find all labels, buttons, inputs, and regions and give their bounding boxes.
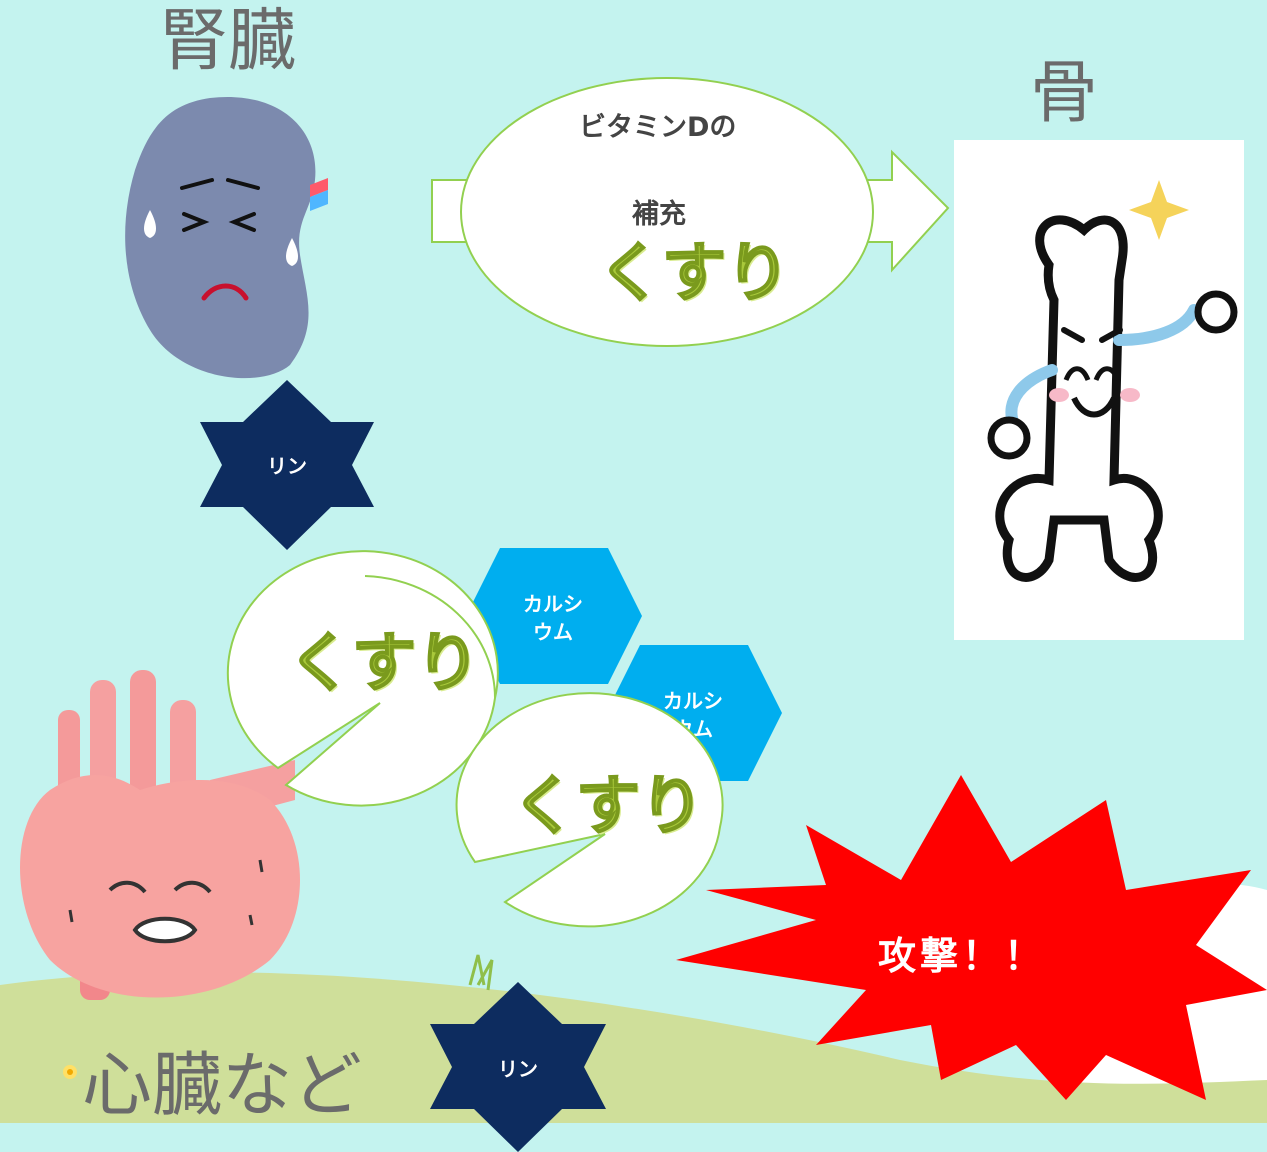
medicine-pacman-2 [455,692,724,928]
phosphorus-star-bottom [430,982,606,1152]
kidney-icon [125,96,328,379]
calcium-hexagon-1 [466,548,642,684]
attack-burst [676,775,1267,1100]
phosphorus-label-bottom: リン [498,1057,538,1081]
calcium-label-1: カルシ ウム [523,592,583,644]
oval-line2: 補充 [632,199,686,230]
oval-line1: ビタミンDの [579,112,737,143]
bone-icon [987,180,1238,582]
flower-icon [63,1065,77,1079]
medicine-label-oval: くすり [597,236,791,312]
kidney-label: 腎臓 [160,2,297,81]
medicine-pacman-1 [226,550,499,807]
oval-vitamin-d [460,77,874,347]
heart-icon [20,670,300,1000]
attack-label: 攻撃！！ [878,934,1047,978]
medicine-label-pacman-1: くすり [287,626,481,702]
medicine-label-pacman-2: くすり [511,769,705,845]
phosphorus-star-top [200,380,374,550]
phosphorus-label-top: リン [267,454,307,478]
heart-label: 心臓など [82,1044,362,1126]
bone-label: 骨 [1030,54,1099,133]
